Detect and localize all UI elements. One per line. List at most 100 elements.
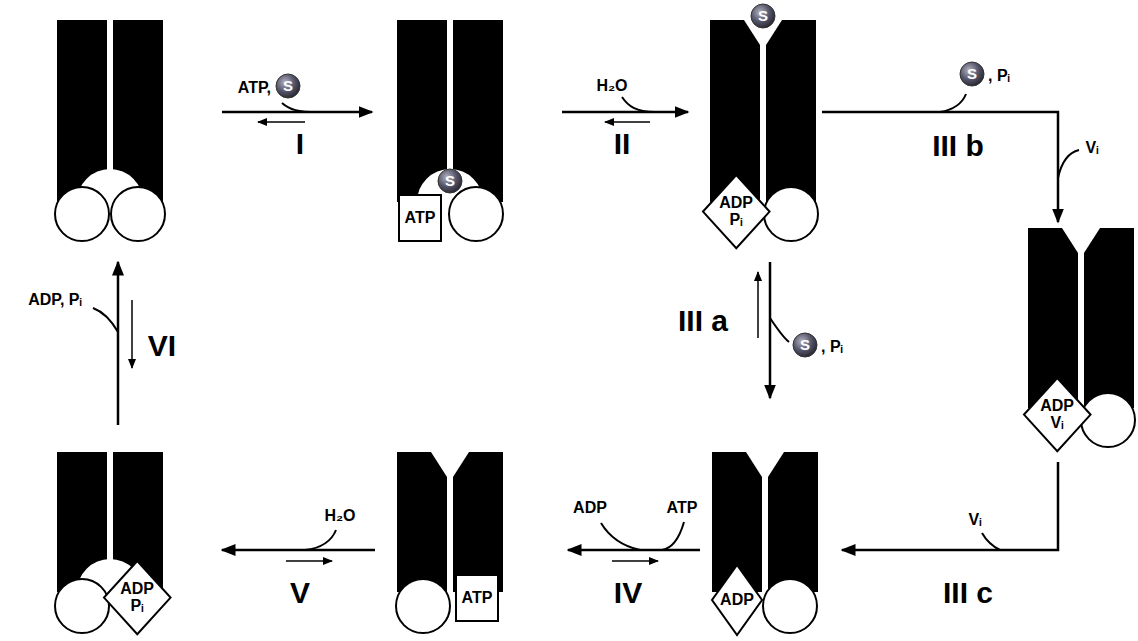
reaction-arrow (222, 549, 375, 552)
reverse-arrow (258, 121, 305, 123)
atp-square (456, 575, 498, 621)
reactant-label: ADP (572, 499, 608, 517)
node-text: ATP (462, 590, 493, 607)
nbd-circle (111, 187, 165, 241)
step-number: IV (613, 576, 643, 609)
transporter-inward (57, 20, 163, 202)
nbd-circle (764, 187, 818, 241)
node-texts: ADP Pᵢ (719, 195, 753, 229)
substrate-circle: S (750, 3, 776, 29)
node-text: S (800, 337, 810, 353)
reverse-arrow (286, 560, 332, 562)
transporter-outward (1028, 228, 1134, 408)
step-number: V (289, 576, 311, 609)
node-text: S (967, 66, 977, 82)
reactant-label: ATP, (237, 79, 272, 97)
node-texts: ADP Pᵢ (120, 581, 154, 615)
product-curve (770, 318, 789, 342)
reverse-arrow (605, 121, 650, 123)
node-texts: S (758, 8, 768, 24)
nbd-circle (1081, 393, 1135, 447)
node-texts: ADP Vᵢ (1040, 398, 1074, 432)
node-text: ADP Pᵢ (719, 195, 753, 229)
reactant-curve (622, 97, 655, 112)
substrate-circle: S (437, 168, 463, 194)
nucleotide-diamond: ADP (711, 564, 763, 636)
step-number: VI (147, 329, 177, 362)
substrate-sphere (960, 62, 984, 86)
step-number: I (295, 127, 305, 160)
substrate-circle: S (792, 332, 818, 358)
nbd-circle (55, 187, 109, 241)
node-texts: S (445, 173, 455, 189)
transporter-outward (397, 452, 503, 592)
node-text: ADP (720, 592, 754, 609)
transmembrane-half (710, 20, 760, 202)
substrate-sphere (438, 169, 462, 193)
node-texts: S (800, 337, 810, 353)
product-curve (940, 94, 966, 112)
reaction-arrow (842, 462, 1058, 550)
step-number: II (613, 127, 632, 160)
transmembrane-half (766, 20, 816, 202)
reactant-curve (305, 530, 336, 550)
transmembrane-half (768, 452, 818, 592)
nucleotide-diamond: ADP Pᵢ (103, 560, 172, 635)
substrate-sphere (276, 74, 300, 98)
atp-box: ATP (455, 574, 499, 622)
reactant-curve (662, 522, 684, 550)
reaction-arrow (769, 262, 772, 398)
reaction-arrow (117, 262, 120, 425)
node-texts: ATP (462, 590, 493, 607)
diamond-outline (1024, 378, 1091, 451)
diamond-outline (703, 175, 770, 248)
nucleotide-diamond: ADP Pᵢ (702, 174, 771, 249)
transmembrane-half (453, 452, 503, 592)
transmembrane-half (1028, 228, 1078, 408)
atp-square (399, 195, 441, 241)
reactant-label: Vᵢ (968, 511, 983, 529)
reactant-curve (282, 103, 318, 112)
node-text: S (445, 173, 455, 189)
substrate-sphere (793, 333, 817, 357)
transporter-outward (710, 20, 816, 202)
nbd-circle (763, 579, 817, 633)
node-text: ADP Vᵢ (1040, 398, 1074, 432)
product-curve (601, 523, 640, 550)
transporter-outward (712, 452, 818, 592)
node-texts: ATP (405, 210, 436, 227)
transmembrane-half (397, 452, 447, 592)
nbd-circle (396, 579, 450, 633)
node-text: ADP Pᵢ (120, 581, 154, 615)
transporter-inward (397, 20, 503, 202)
reactant-label: ATP (666, 499, 699, 517)
node-texts: S (967, 66, 977, 82)
atp-box: ATP (398, 194, 442, 242)
step-number: III c (942, 576, 994, 609)
transporter-inward (57, 452, 163, 592)
reactant-label: , Pᵢ (987, 67, 1011, 85)
reactant-label: H₂O (595, 77, 628, 95)
step-number: III b (931, 129, 985, 162)
node-text: S (283, 78, 293, 94)
reactant-label: H₂O (323, 507, 356, 525)
diamond-outline (712, 565, 762, 635)
transmembrane-half (1084, 228, 1134, 408)
step-number: III a (677, 304, 729, 337)
reactant-label: , Pᵢ (820, 338, 844, 356)
reverse-arrow (612, 560, 658, 562)
reactant-curve (1058, 150, 1079, 178)
reaction-arrow (562, 111, 688, 114)
node-texts: S (283, 78, 293, 94)
node-text: ATP (405, 210, 436, 227)
product-curve (93, 308, 118, 332)
reaction-arrow (822, 112, 1058, 222)
reverse-arrow (131, 300, 133, 368)
nbd-circle (449, 187, 503, 241)
product-curve (982, 533, 1000, 550)
reactant-label: Vᵢ (1085, 139, 1100, 157)
substrate-sphere (751, 4, 775, 28)
substrate-circle: S (275, 73, 301, 99)
node-text: S (758, 8, 768, 24)
